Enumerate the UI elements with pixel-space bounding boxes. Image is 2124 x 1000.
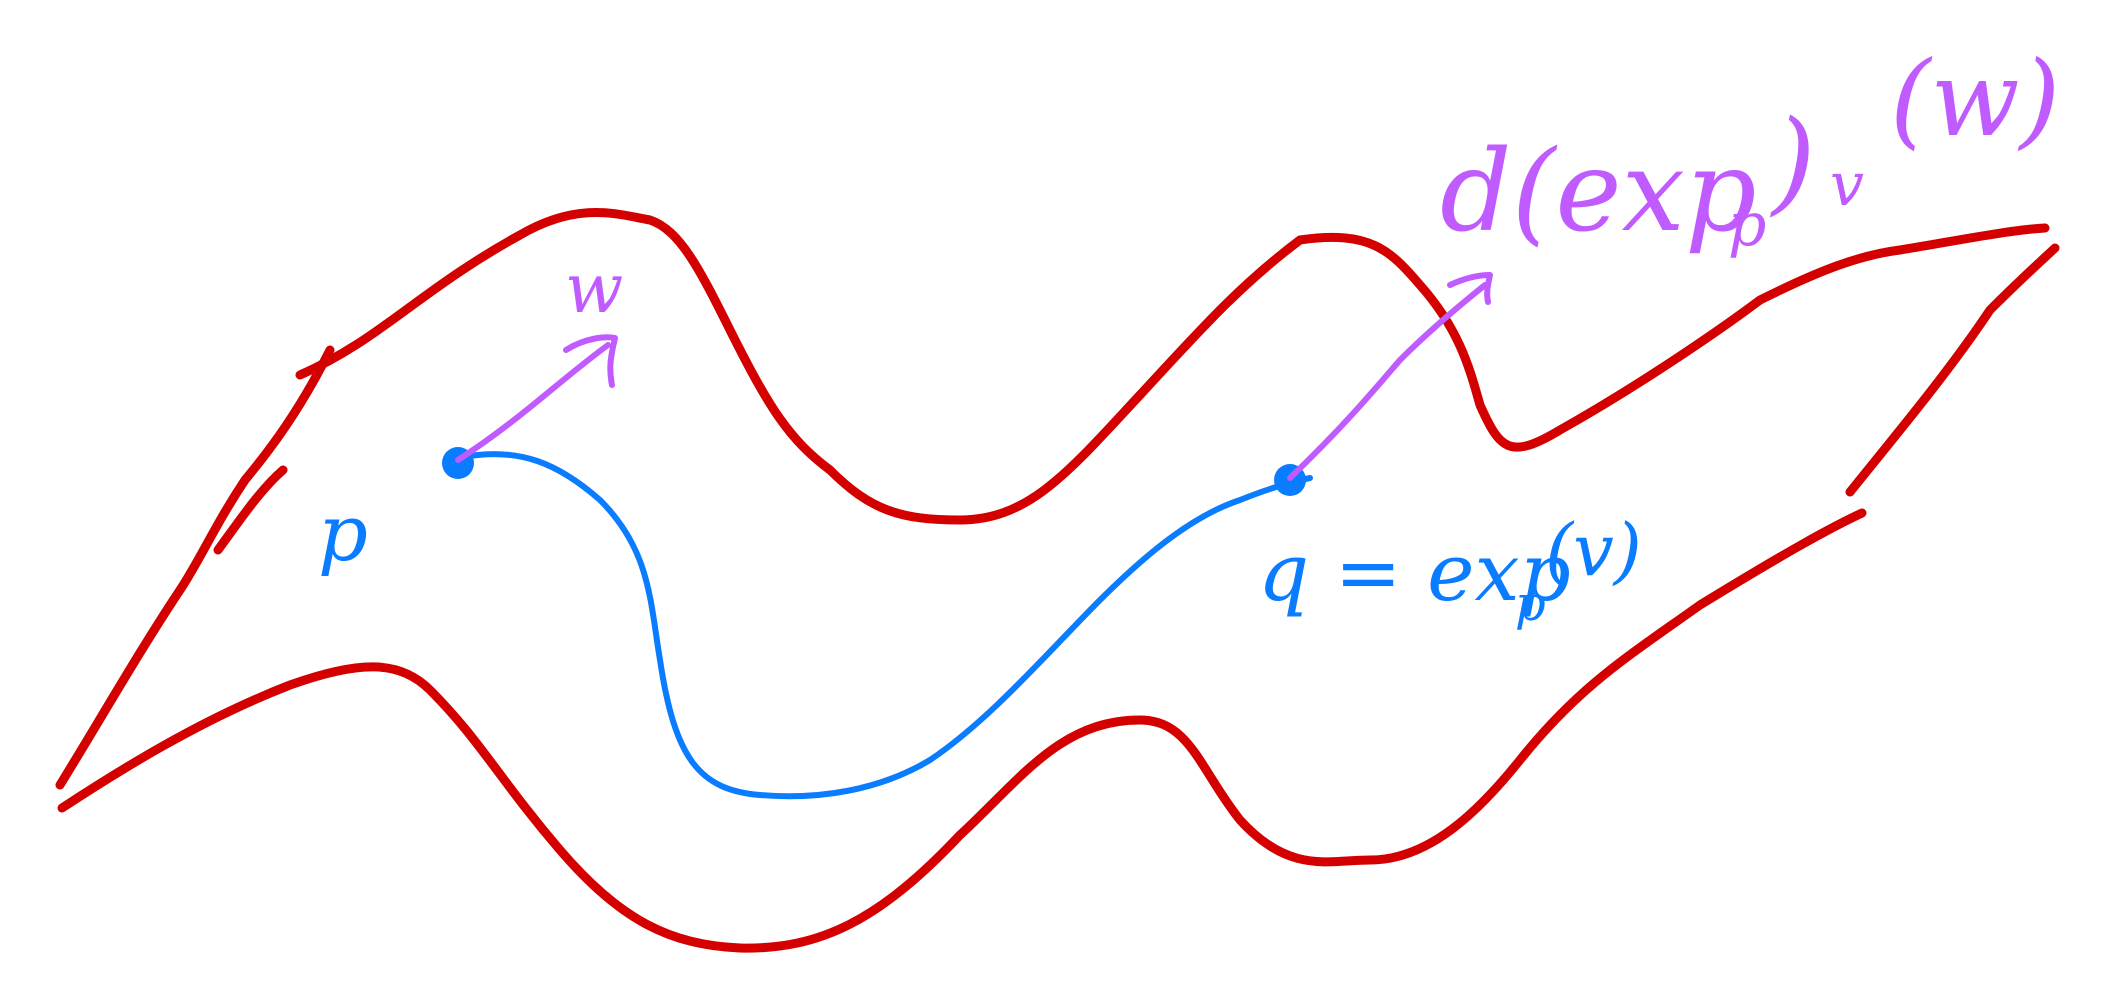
svg-text:v: v [1830, 150, 1864, 220]
svg-text:p: p [1728, 190, 1766, 260]
surface-bottom-edge [57, 508, 1867, 953]
surface-top-edge [295, 208, 2050, 525]
label-p: p [318, 489, 368, 579]
svg-text:): ) [1770, 97, 1816, 227]
surface-left-edge-inner [213, 465, 288, 555]
surface-outline [55, 208, 2060, 953]
geodesic-curve [455, 451, 1313, 800]
label-dexp-w: d(exp p ) v (w) [1440, 38, 2060, 260]
surface-right-edge [1845, 243, 2060, 497]
label-q-exp: q = exp p (v) [1258, 508, 1642, 632]
svg-text:p: p [1515, 576, 1546, 632]
svg-text:(v): (v) [1545, 508, 1642, 592]
svg-text:q = exp: q = exp [1258, 526, 1571, 619]
vector-w [455, 334, 618, 463]
vector-dexp-w [1287, 272, 1493, 481]
svg-text:(w): (w) [1890, 38, 2060, 160]
svg-text:d(exp: d(exp [1440, 127, 1757, 257]
surface-left-edge [55, 345, 335, 790]
label-w: w [565, 250, 623, 329]
